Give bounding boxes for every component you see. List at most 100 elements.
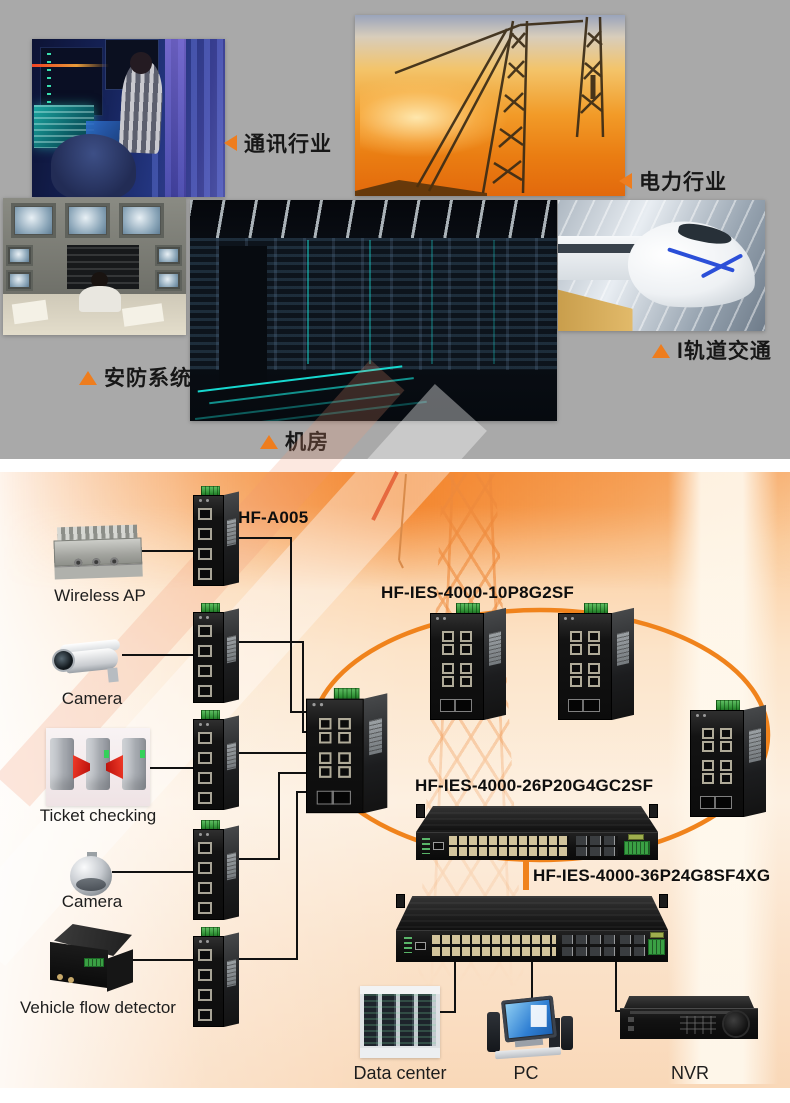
rj45-port [198, 625, 212, 637]
model-label-core-switch: HF-IES-4000-36P24G8SF4XG [533, 866, 771, 885]
switch-side-panel [484, 607, 506, 720]
rj45-port [318, 766, 332, 778]
up-triangle-icon [260, 435, 278, 449]
pc-monitor [500, 995, 558, 1043]
rj45-port [720, 728, 732, 739]
device-label-camera-2: Camera [61, 892, 123, 911]
power-terminal-block [201, 486, 220, 496]
nvr-keypad [680, 1016, 716, 1034]
status-leds [199, 616, 202, 619]
switch-front-face [416, 832, 658, 860]
rj45-port [588, 631, 600, 642]
rj45-port-row [432, 935, 556, 944]
link-datacenter-v [454, 962, 456, 1013]
section-divider [0, 459, 790, 472]
rj45-port [318, 717, 332, 730]
switch-front-panel [193, 936, 224, 1027]
rack-ear [659, 894, 668, 908]
rj45-port [198, 949, 212, 961]
dome-mount [87, 852, 97, 857]
uplink-aggregation-core [523, 856, 529, 890]
device-ticket-gates [46, 728, 150, 806]
device-vehicle-flow-detector [50, 924, 136, 996]
rj45-port [198, 902, 212, 914]
rj45-port [460, 631, 472, 642]
side-sticker [369, 718, 382, 756]
rj45-port [588, 663, 600, 674]
device-label-camera-1: Camera [61, 689, 123, 708]
endpoint-data-center [360, 986, 440, 1058]
crt-monitor-small [6, 245, 33, 266]
rack-ear [396, 894, 405, 908]
endpoint-label-nvr: NVR [670, 1063, 709, 1083]
gate-indicator [140, 750, 145, 758]
access-switch-5port [193, 927, 239, 1027]
purple-column [165, 39, 187, 197]
crt-monitor-small [155, 245, 182, 266]
switch-side-panel [224, 715, 239, 810]
cctv-screen [10, 249, 29, 262]
rj45-port [702, 728, 714, 739]
photo-server-room [190, 200, 557, 421]
industry-label-security: 安防系统 [79, 362, 192, 392]
left-triangle-icon [619, 173, 632, 189]
side-sticker [617, 631, 629, 666]
trunk2-v [302, 641, 304, 733]
dark-cabinet [219, 246, 268, 406]
dome-lens-band [76, 878, 106, 891]
nvr-top-face [624, 996, 754, 1008]
industry-label-text: 通讯行业 [244, 133, 332, 156]
link-camera2-switch [112, 871, 197, 873]
power-terminal-block [201, 710, 220, 720]
switch-front-panel [193, 612, 224, 703]
operator-seated [51, 133, 137, 197]
detector-side [107, 949, 133, 992]
status-leds [199, 723, 202, 726]
trunk3-h [236, 752, 312, 754]
rj45-port [198, 792, 212, 804]
side-sticker [227, 742, 236, 771]
power-terminal-block [456, 603, 480, 614]
rack-leds [47, 53, 52, 111]
ring-switch-8port [558, 603, 634, 720]
rj45-port [338, 752, 351, 764]
industry-label-communications: 通讯行业 [224, 128, 332, 158]
nvr-buttons [628, 1017, 634, 1022]
endpoint-pc [487, 995, 577, 1060]
endpoint-label-pc: PC [513, 1063, 539, 1083]
side-sticker [227, 852, 236, 881]
cctv-screen [15, 207, 52, 234]
photo-rail-transit [558, 200, 765, 331]
link-ticket-switch [146, 767, 197, 769]
endpoint-nvr [620, 996, 758, 1048]
link-pc-v [531, 962, 533, 1004]
industry-label-power: 电力行业 [619, 166, 727, 196]
trunk4-in [278, 772, 312, 774]
switch-front-face [396, 930, 668, 962]
cctv-screen [10, 274, 29, 287]
camera-mount [107, 667, 119, 683]
core-ring-switch-8port [306, 688, 388, 814]
link-nvr-v [615, 962, 617, 1012]
rj45-port [442, 644, 454, 655]
rj45-port [338, 717, 351, 730]
industry-label-text: l轨道交通 [677, 340, 772, 363]
industry-label-server-room: 机房 [260, 426, 329, 456]
rj45-port [588, 676, 600, 687]
rj45-port [720, 773, 732, 784]
link-vfd-switch [133, 959, 197, 961]
ground-silhouette [355, 180, 487, 196]
cctv-screen [69, 207, 106, 234]
rj45-port [198, 969, 212, 981]
switch-side-panel [744, 704, 766, 817]
device-label-ticket-checking: Ticket checking [39, 806, 157, 825]
rj45-port [570, 631, 582, 642]
speaker [561, 1016, 573, 1050]
screen-window [530, 1004, 547, 1027]
power-terminal-block [584, 603, 608, 614]
sfp-ports [440, 699, 472, 712]
sfp-ports [568, 699, 600, 712]
device-wireless-ap [51, 524, 145, 585]
trunk5-in [296, 791, 312, 793]
